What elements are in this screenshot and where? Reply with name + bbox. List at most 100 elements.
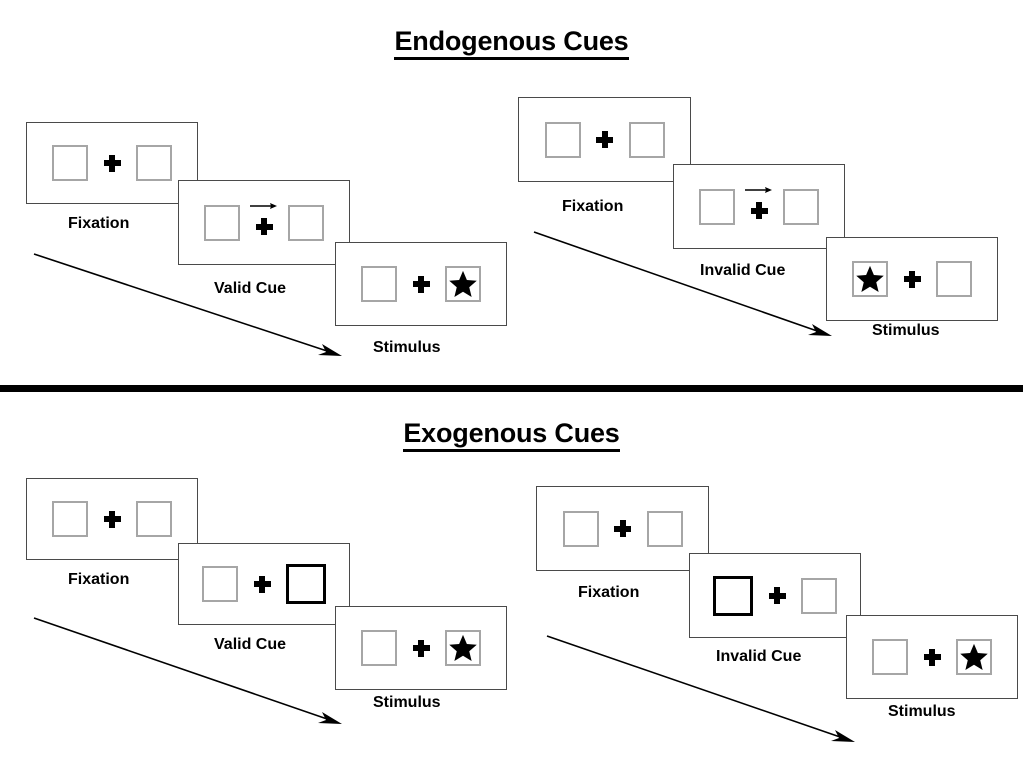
left-placeholder-box bbox=[361, 630, 397, 666]
fixation-cross-icon bbox=[750, 202, 768, 219]
left-placeholder-box bbox=[202, 566, 238, 602]
trial-frame-fixation bbox=[26, 122, 198, 204]
star-icon bbox=[449, 270, 477, 297]
fixation-area bbox=[397, 264, 445, 304]
fixation-cross-icon bbox=[253, 575, 271, 593]
fixation-area bbox=[753, 576, 801, 616]
section-title-exogenous: Exogenous Cues bbox=[0, 418, 1023, 452]
trial-frame-stimulus bbox=[846, 615, 1018, 699]
trial-frame-content bbox=[674, 165, 844, 248]
trial-frame-content bbox=[847, 616, 1017, 698]
fixation-cross-icon bbox=[412, 639, 430, 657]
trial-frame-content bbox=[27, 123, 197, 203]
trial-frame-content bbox=[537, 487, 708, 570]
frame-label-stimulus: Stimulus bbox=[373, 339, 441, 356]
trial-frame-content bbox=[690, 554, 860, 637]
frame-label-valid-cue: Valid Cue bbox=[214, 280, 287, 297]
trial-frame-valid-cue bbox=[178, 543, 350, 625]
fixation-area bbox=[240, 202, 288, 243]
left-placeholder-box bbox=[52, 145, 88, 181]
trial-frame-stimulus bbox=[826, 237, 998, 321]
right-placeholder-box bbox=[136, 501, 172, 537]
arrow-right-icon bbox=[250, 202, 277, 209]
left-placeholder-box bbox=[204, 204, 240, 241]
left-cued-box bbox=[713, 575, 753, 616]
frame-label-fixation: Fixation bbox=[578, 584, 640, 601]
fixation-area bbox=[238, 564, 286, 604]
left-placeholder-box bbox=[562, 510, 599, 547]
trial-frame-content bbox=[519, 98, 690, 181]
fixation-area bbox=[88, 499, 136, 539]
frame-label-valid-cue: Valid Cue bbox=[214, 636, 287, 653]
frame-label-fixation: Fixation bbox=[562, 198, 624, 215]
timeline-arrow-icon bbox=[33, 253, 342, 356]
left-placeholder-box bbox=[699, 188, 735, 225]
timeline-arrow-icon bbox=[33, 617, 342, 724]
fixation-cross-icon bbox=[923, 648, 941, 666]
fixation-area bbox=[735, 186, 783, 227]
left-placeholder-box bbox=[544, 121, 581, 158]
section-title-exogenous-text: Exogenous Cues bbox=[403, 418, 620, 452]
section-title-endogenous: Endogenous Cues bbox=[0, 26, 1023, 60]
fixation-cross-icon bbox=[903, 270, 921, 288]
trial-frame-fixation bbox=[518, 97, 691, 182]
frame-label-fixation: Fixation bbox=[68, 215, 130, 232]
trial-frame-content bbox=[27, 479, 197, 559]
trial-frame-stimulus bbox=[335, 242, 507, 326]
section-endogenous: Endogenous Cues Fixation bbox=[0, 26, 1023, 356]
right-placeholder-box bbox=[288, 204, 324, 241]
trial-frame-stimulus bbox=[335, 606, 507, 690]
section-exogenous: Exogenous Cues Fixation Valid Cue bbox=[0, 392, 1023, 767]
fixation-cross-icon bbox=[412, 275, 430, 293]
right-target-box bbox=[445, 266, 481, 302]
fixation-area bbox=[581, 120, 629, 160]
trial-frame-content bbox=[179, 181, 349, 264]
left-placeholder-box bbox=[872, 639, 908, 675]
trial-frame-content bbox=[336, 243, 506, 325]
right-placeholder-box bbox=[936, 261, 972, 297]
fixation-cross-icon bbox=[103, 154, 121, 172]
fixation-cross-icon bbox=[103, 510, 121, 528]
right-placeholder-box bbox=[136, 145, 172, 181]
trial-frame-invalid-cue bbox=[689, 553, 861, 638]
fixation-cross-icon bbox=[614, 520, 631, 537]
timeline-arrow-icon bbox=[546, 635, 855, 742]
frame-label-invalid-cue: Invalid Cue bbox=[716, 648, 802, 665]
right-cued-box bbox=[286, 564, 326, 604]
right-target-box bbox=[956, 639, 992, 675]
right-placeholder-box bbox=[783, 188, 819, 225]
section-divider bbox=[0, 385, 1023, 392]
fixation-area bbox=[88, 143, 136, 183]
right-placeholder-box bbox=[628, 121, 665, 158]
frame-label-stimulus: Stimulus bbox=[373, 694, 441, 711]
star-icon bbox=[449, 634, 477, 661]
fixation-cross-icon bbox=[596, 131, 613, 148]
trial-frame-invalid-cue bbox=[673, 164, 845, 249]
star-icon bbox=[960, 643, 988, 670]
right-placeholder-box bbox=[646, 510, 683, 547]
frame-label-fixation: Fixation bbox=[68, 571, 130, 588]
star-icon bbox=[856, 265, 884, 292]
arrow-right-icon bbox=[745, 186, 772, 193]
fixation-cross-icon bbox=[768, 587, 786, 604]
trial-frame-content bbox=[179, 544, 349, 624]
right-target-box bbox=[445, 630, 481, 666]
fixation-cross-icon bbox=[255, 218, 273, 235]
frame-label-stimulus: Stimulus bbox=[888, 703, 956, 720]
fixation-area bbox=[888, 259, 936, 299]
trial-frame-content bbox=[336, 607, 506, 689]
timeline-arrow-icon bbox=[533, 231, 832, 336]
trial-frame-valid-cue bbox=[178, 180, 350, 265]
trial-frame-fixation bbox=[26, 478, 198, 560]
fixation-area bbox=[908, 637, 956, 677]
left-placeholder-box bbox=[361, 266, 397, 302]
frame-label-stimulus: Stimulus bbox=[872, 322, 940, 339]
frame-label-invalid-cue: Invalid Cue bbox=[700, 262, 786, 279]
fixation-area bbox=[599, 509, 647, 549]
left-target-box bbox=[852, 261, 888, 297]
section-title-endogenous-text: Endogenous Cues bbox=[394, 26, 629, 60]
left-placeholder-box bbox=[52, 501, 88, 537]
trial-frame-fixation bbox=[536, 486, 709, 571]
trial-frame-content bbox=[827, 238, 997, 320]
fixation-area bbox=[397, 628, 445, 668]
